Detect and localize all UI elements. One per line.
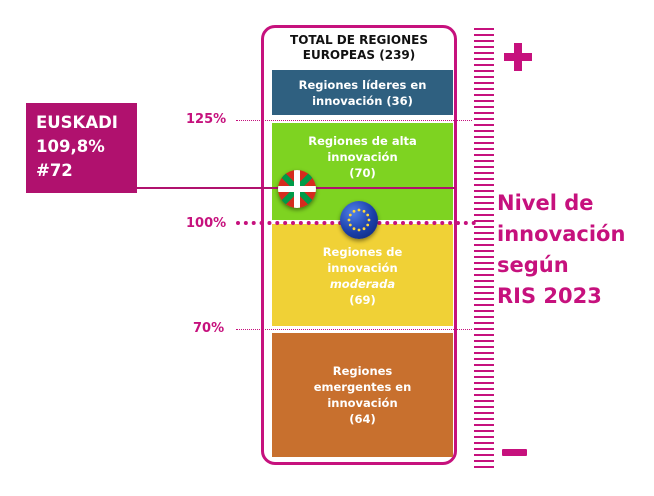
scale-label-line3: según — [497, 253, 569, 277]
category-moderate: Regiones de innovación moderada (69) — [272, 224, 453, 326]
category-emerging-line4: (64) — [349, 412, 376, 426]
threshold-label-70: 70% — [193, 321, 225, 336]
category-moderate-line2: innovación — [327, 261, 398, 275]
category-moderate-line3: moderada — [329, 277, 396, 291]
euskadi-callout: EUSKADI 109,8% #72 — [26, 103, 137, 193]
category-emerging-line3: innovación — [327, 396, 398, 410]
innovation-scale-ruler — [474, 28, 494, 468]
euskadi-value: 109,8% — [36, 137, 105, 156]
euskadi-name: EUSKADI — [36, 113, 118, 132]
eu-flag-icon — [340, 201, 378, 239]
category-strong-line1: Regiones de alta — [308, 134, 417, 148]
category-strong-line3: (70) — [349, 166, 376, 180]
category-emerging: Regiones emergentes en innovación (64) — [272, 333, 453, 457]
scale-label-line1: Nivel de — [497, 191, 594, 215]
category-leaders-line2: innovación (36) — [312, 93, 413, 108]
category-moderate-line1: Regiones de — [322, 245, 403, 259]
total-title-line1: TOTAL DE REGIONES — [290, 33, 428, 47]
category-emerging-line1: Regiones — [332, 364, 393, 378]
category-leaders-line1: Regiones líderes en — [298, 77, 427, 92]
threshold-line-125 — [236, 120, 472, 121]
category-leaders: Regiones líderes en innovación (36) — [272, 70, 453, 115]
total-regions-title: TOTAL DE REGIONES EUROPEAS (239) — [268, 33, 450, 63]
plus-icon — [502, 41, 534, 73]
regions-frame — [261, 25, 457, 465]
category-strong-line2: innovación — [327, 150, 398, 164]
threshold-label-125: 125% — [186, 112, 227, 127]
scale-label: Nivel de innovación según RIS 2023 — [497, 188, 647, 312]
category-emerging-line2: emergentes en — [313, 380, 412, 394]
total-title-line2: EUROPEAS (239) — [302, 48, 416, 62]
threshold-line-70 — [236, 329, 472, 330]
threshold-label-100: 100% — [186, 216, 227, 231]
category-moderate-line4: (69) — [349, 293, 376, 307]
ikurrina-icon — [278, 170, 316, 208]
scale-label-line4: RIS 2023 — [497, 284, 602, 308]
euskadi-rank: #72 — [36, 161, 73, 180]
scale-label-line2: innovación — [497, 222, 626, 246]
minus-icon — [502, 449, 527, 456]
